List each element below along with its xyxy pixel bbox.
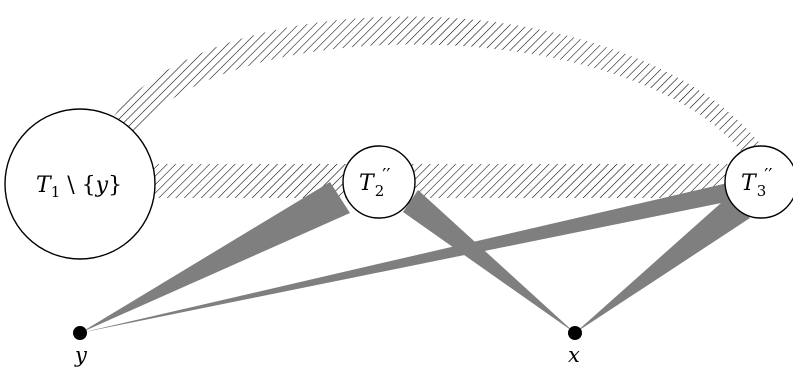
- node-t1: T1 \ {y}: [4, 108, 156, 260]
- node-t2-label: T2′′: [359, 165, 390, 200]
- wedge-edge-t2-x: [403, 190, 575, 333]
- wedge-edge-y-t3: [80, 182, 736, 333]
- node-t1-label: T1 \ {y}: [36, 173, 122, 201]
- node-t2: T2′′: [342, 145, 416, 219]
- node-t3-label: T3′′: [741, 165, 772, 200]
- vertex-y-label: y: [74, 343, 88, 367]
- hatched-arc-edge-t1-t3: [108, 16, 772, 160]
- vertex-y: y: [73, 326, 88, 367]
- hatched-straight-edge-t1-t3: [150, 164, 750, 198]
- wedge-edge-t3-x: [575, 195, 750, 333]
- vertex-x: x: [568, 326, 582, 367]
- vertex-x-label: x: [568, 343, 580, 367]
- wedge-edge-y-t2: [80, 182, 350, 333]
- node-t3: T3′′: [724, 145, 793, 219]
